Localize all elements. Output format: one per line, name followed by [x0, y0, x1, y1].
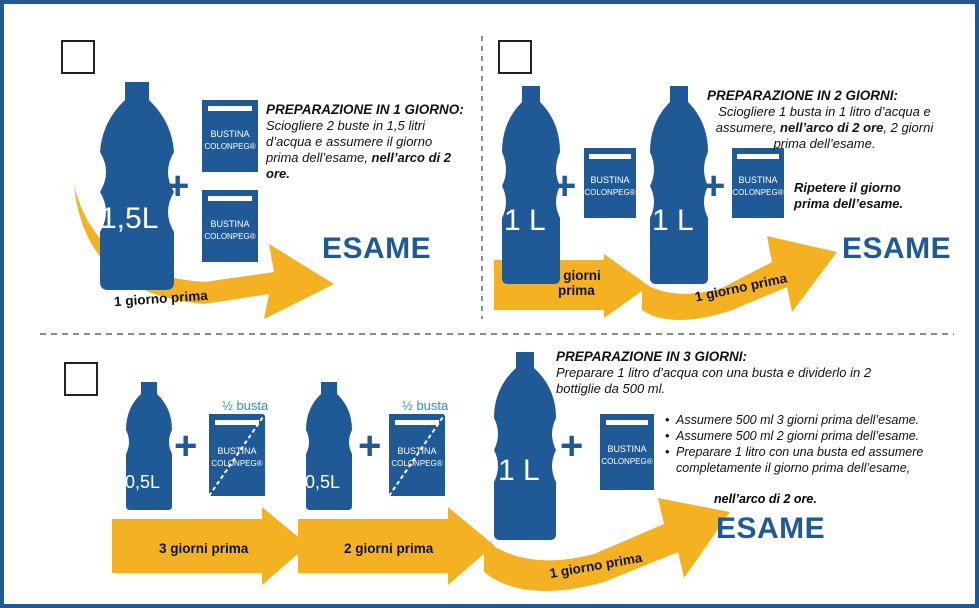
sachet-line2: COLONPEG® [732, 188, 783, 197]
plus-icon: + [560, 424, 584, 468]
sachet-line2: COLONPEG® [204, 142, 255, 151]
panel-2-days-description: Sciogliere 1 busta in 1 litro d’acqua e … [715, 104, 934, 151]
bottle-1-5l-label: 1,5L [100, 202, 159, 235]
option-2-days-checkbox[interactable] [498, 40, 532, 74]
sachet-line2: COLONPEG® [601, 457, 652, 466]
panel-3-days-title: PREPARAZIONE IN 3 GIORNI: [556, 349, 748, 364]
sachet-line2: COLONPEG® [391, 459, 442, 468]
arrow-3-giorni-label: 3 giorni prima [159, 541, 249, 556]
panel-3-days-steps: Assumere 500 ml 3 giorni prima dell’esam… [664, 412, 966, 476]
option-3-days-checkbox[interactable] [64, 362, 98, 396]
step-item: Assumere 500 ml 3 giorni prima dell’esam… [665, 412, 966, 428]
exam-label: ESAME [716, 512, 826, 545]
sachet-line2: COLONPEG® [211, 459, 262, 468]
sachet-line2: COLONPEG® [204, 232, 255, 241]
panel-1-day-title: PREPARAZIONE IN 1 GIORNO: [266, 102, 464, 117]
arrow-2-giorni-label: 2 giorni prima [344, 541, 434, 556]
sachet-line2: COLONPEG® [584, 188, 635, 197]
dividers [40, 36, 954, 335]
bottle-0-5l-icon [306, 382, 352, 510]
panel-3-days-intro: Preparare 1 litro d’acqua con una busta … [556, 365, 872, 396]
half-busta-label: ½ busta [402, 398, 449, 413]
arrow-1-giorno [484, 498, 730, 591]
bottle-1l-icon [650, 86, 708, 284]
sachet-line1: BUSTINA [397, 446, 436, 456]
sachet-line1: BUSTINA [738, 175, 777, 185]
sachet-icon: BUSTINA COLONPEG® [202, 100, 258, 172]
bottle-0-5l-icon [126, 382, 172, 510]
bottle-1-5l-icon [100, 82, 174, 290]
step-3-bold: nell’arco di 2 ore. [714, 492, 817, 506]
plus-icon: + [166, 164, 190, 208]
sachet-icon: BUSTINA COLONPEG® [600, 414, 654, 490]
sachet-line1: BUSTINA [607, 444, 646, 454]
sachet-line1: BUSTINA [210, 129, 249, 139]
plus-icon: + [174, 424, 198, 468]
option-1-day-checkbox[interactable] [61, 40, 95, 74]
arrow-2-giorni [298, 507, 494, 585]
bottle-0-5l-label: 0,5L [305, 472, 341, 492]
bottle-1l-label: 1 L [498, 454, 540, 487]
sachet-icon: BUSTINA COLONPEG® [202, 190, 258, 262]
sachet-icon: BUSTINA COLONPEG® [732, 148, 784, 218]
plus-icon: + [358, 424, 382, 468]
sachet-icon: BUSTINA COLONPEG® [584, 148, 636, 218]
sachet-line1: BUSTINA [217, 446, 256, 456]
bottle-1l-icon [502, 86, 560, 284]
panel-2-days-title: PREPARAZIONE IN 2 GIORNI: [707, 88, 899, 103]
plus-icon: + [702, 164, 726, 208]
step-item: Assumere 500 ml 2 giorni prima dell’esam… [665, 428, 966, 444]
half-busta-label: ½ busta [222, 398, 269, 413]
arrow-3-giorni [112, 507, 308, 585]
step-item: Preparare 1 litro con una busta ed assum… [665, 444, 966, 476]
half-sachet-icon: BUSTINA COLONPEG® [389, 414, 445, 496]
bottle-1l-icon [494, 352, 556, 540]
panel-2-days-repeat: Ripetere il giorno prima dell’esame. [794, 180, 904, 211]
sachet-line1: BUSTINA [590, 175, 629, 185]
exam-label: ESAME [842, 232, 952, 265]
half-sachet-icon: BUSTINA COLONPEG® [209, 414, 265, 496]
exam-label: ESAME [322, 232, 432, 265]
sachet-line1: BUSTINA [210, 219, 249, 229]
plus-icon: + [553, 164, 577, 208]
panel-1-day-description: Sciogliere 2 buste in 1,5 litri d’acqua … [266, 118, 451, 181]
arrow-1-giorno-b [642, 236, 837, 320]
bottle-1l-label: 1 L [652, 204, 694, 237]
bottle-0-5l-label: 0,5L [125, 472, 161, 492]
bottle-1l-label: 1 L [504, 204, 546, 237]
